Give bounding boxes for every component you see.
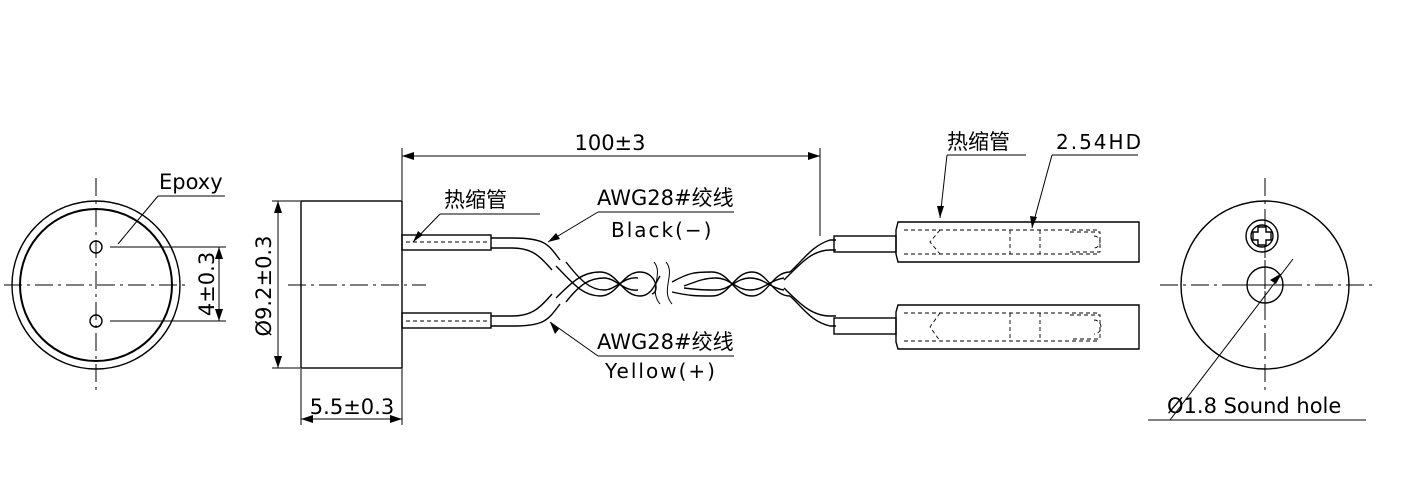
arrow-hole-bottom (215, 309, 223, 321)
connector-top-shrink (833, 235, 897, 253)
wire-spec-top-label: AWG28#绞线 (597, 186, 734, 210)
arrow-thk-right (390, 415, 402, 423)
arrow-dia-bottom (274, 356, 282, 368)
connector-bottom-shrink (833, 317, 897, 335)
wire-right-bottom-b (783, 287, 836, 317)
connector-top-hidden (904, 229, 1101, 255)
pitch-leader (1031, 154, 1053, 229)
front-view: Ø1.8 Sound hole (1148, 178, 1372, 421)
wire-right-top-a (789, 239, 836, 273)
heat-shrink-left-callout: 热缩管 (412, 188, 540, 243)
logo-mark-inner (1250, 224, 1274, 248)
logo-mark-outer (1245, 219, 1279, 253)
leads (401, 234, 836, 329)
arrow-thk-left (301, 415, 313, 423)
back-view-outer-circle (11, 200, 181, 370)
cable-length-dimension: 100±3 (401, 131, 821, 236)
twist-strand-d-inner (683, 277, 785, 291)
black-wire-arrow (548, 233, 560, 242)
wire-right-bottom-a (789, 295, 836, 327)
sound-hole-arrow (1270, 273, 1282, 284)
epoxy-label: Epoxy (159, 170, 223, 194)
connector-top (833, 221, 1140, 263)
front-view-outer-circle (1180, 200, 1350, 370)
sound-hole-leader (1169, 258, 1294, 421)
arrow-dia-top (274, 201, 282, 213)
yellow-wire-arrow (550, 322, 559, 334)
pitch-arrow (1030, 216, 1037, 228)
break-mark-left (653, 261, 661, 305)
connector-bottom-housing (895, 304, 1140, 350)
connector-bottom (833, 304, 1140, 350)
heat-shrink-right-label: 热缩管 (947, 130, 1010, 154)
connector-bottom-latch (1093, 319, 1102, 335)
wire-black-top-edge (491, 237, 561, 261)
terminal-hole-top (89, 240, 103, 254)
wire-black-bottom-edge (491, 247, 553, 271)
hole-spacing-label: 4±0.3 (195, 252, 219, 316)
wire-black-label: Black(−) (611, 218, 713, 242)
connector-bottom-hidden (904, 312, 1101, 342)
arrow-length-right (808, 152, 820, 160)
connector-top-latch (1093, 235, 1101, 249)
twist-strand-a-inner (565, 261, 639, 291)
heat-shrink-bottom-left (401, 312, 492, 329)
wire-labels: AWG28#绞线 Black(−) AWG28#绞线 Yellow(+) (547, 186, 734, 383)
sound-hole-label: Ø1.8 Sound hole (1167, 394, 1341, 418)
terminal-hole-bottom (89, 314, 103, 328)
arrow-length-left (402, 152, 414, 160)
diameter-label: Ø9.2±0.3 (252, 236, 276, 337)
yellow-wire-leader (549, 321, 599, 357)
heat-shrink-left-label: 热缩管 (444, 188, 507, 212)
break-mark-right (665, 261, 673, 305)
cable-length-label: 100±3 (574, 131, 645, 155)
thickness-label: 5.5±0.3 (310, 395, 394, 419)
twist-strand-b-inner (565, 277, 639, 303)
heat-shrink-top-left (401, 234, 492, 251)
heat-shrink-left-arrow (413, 231, 423, 242)
connector-pitch-label: 2.54HD (1056, 130, 1143, 154)
arrow-hole-top (215, 247, 223, 259)
connector-callouts: 热缩管 2.54HD (937, 130, 1143, 229)
wire-yellow-label: Yellow(+) (604, 359, 717, 383)
heat-shrink-right-arrow (937, 206, 944, 218)
wire-spec-bottom-label: AWG28#绞线 (597, 330, 734, 354)
twist-strand-a (555, 265, 657, 297)
connector-top-housing (895, 221, 1140, 263)
wire-yellow-bottom-edge (491, 303, 561, 327)
epoxy-leader (117, 195, 159, 245)
wire-yellow-top-edge (491, 293, 553, 317)
logo-mark-cross (1252, 226, 1272, 246)
wire-right-top-b (783, 249, 836, 281)
back-view-epoxy-circle (19, 208, 173, 362)
back-view: Epoxy 4±0.3 (4, 170, 226, 392)
side-view: Ø9.2±0.3 5.5±0.3 (252, 200, 426, 425)
